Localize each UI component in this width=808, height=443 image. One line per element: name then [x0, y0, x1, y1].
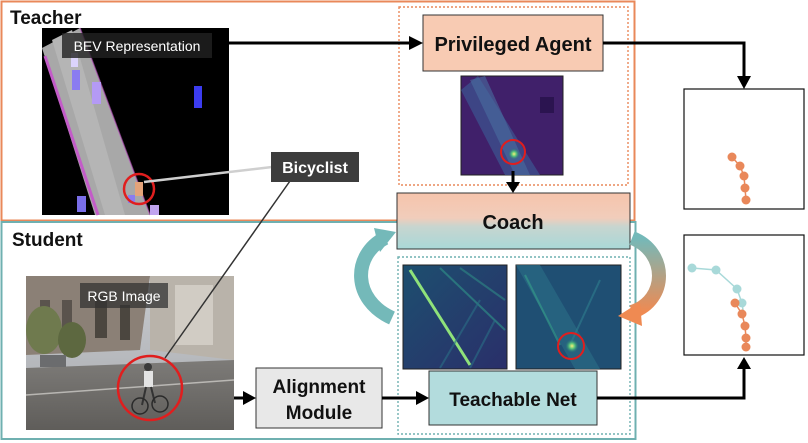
rgb-label: RGB Image — [87, 288, 160, 304]
alignment-module-box — [255, 367, 383, 429]
feedback-arrow-left — [354, 231, 396, 325]
teacher-waypoint-path — [731, 156, 747, 201]
student-frame — [0, 221, 637, 440]
student-target-waypoints — [730, 298, 751, 352]
privileged-agent-box — [422, 14, 604, 72]
privileged-agent-label: Privileged Agent — [434, 34, 591, 56]
rgb-bicyclist-circle — [116, 354, 184, 422]
student-predicted-waypoints — [687, 263, 747, 308]
rgb-label-bg — [80, 283, 168, 308]
student-dotted-container — [397, 256, 631, 435]
feedback-arrow-right — [628, 231, 666, 319]
privileged-heatmap-circle — [500, 139, 526, 165]
flow-arrows — [229, 41, 746, 400]
bev-label: BEV Representation — [74, 38, 201, 54]
bev-bicyclist-circle — [122, 172, 156, 206]
callout-line-rgb — [164, 180, 291, 359]
callout-line-bev — [143, 165, 273, 184]
coach-label: Coach — [482, 212, 543, 234]
teacher-frame — [0, 0, 636, 222]
teacher-label: Teacher — [10, 8, 82, 29]
arrow-heads — [243, 36, 751, 405]
student-heatmap-circle — [557, 332, 585, 360]
bev-image — [42, 27, 229, 216]
alignment-module-label-line2: Module — [286, 403, 353, 424]
alignment-module-label-line1: Alignment — [273, 377, 367, 398]
teachable-net-box — [428, 370, 598, 426]
student-label: Student — [12, 230, 83, 251]
student-heatmap-left — [402, 264, 508, 370]
feedback-arrow-left-head — [374, 228, 396, 252]
feedback-arrow-right-head — [618, 302, 642, 326]
bev-label-bg — [62, 33, 212, 58]
teachable-net-label: Teachable Net — [449, 390, 577, 411]
bicyclist-callout-text: Bicyclist — [282, 160, 348, 177]
student-heatmap-right — [515, 264, 622, 370]
bicyclist-callout — [271, 152, 359, 182]
coach-box — [396, 192, 631, 250]
privileged-heatmap — [460, 75, 564, 176]
